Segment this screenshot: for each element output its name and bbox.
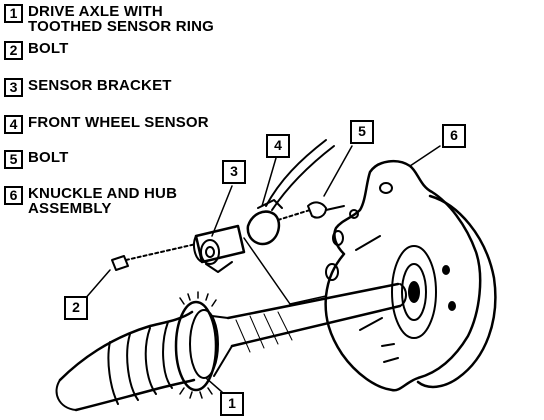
legend-label: FRONT WHEEL SENSOR <box>28 114 209 131</box>
legend-number-box: 1 <box>4 4 23 23</box>
leader-lines <box>83 145 441 393</box>
callout-5: 5 <box>350 120 374 144</box>
sensor-bracket <box>193 224 246 273</box>
callout-4: 4 <box>266 134 290 158</box>
legend-item-4: 4 FRONT WHEEL SENSOR <box>4 115 209 134</box>
legend-item-3: 3 SENSOR BRACKET <box>4 78 172 97</box>
legend-label-line1: KNUCKLE AND HUB <box>28 185 178 202</box>
legend-label: BOLT <box>28 149 69 166</box>
cv-boot <box>55 310 196 412</box>
axle-splines <box>235 311 293 353</box>
legend-label: BOLT <box>28 40 69 57</box>
legend-number-box: 5 <box>4 150 23 169</box>
legend-number-box: 6 <box>4 186 23 205</box>
legend-label: SENSOR BRACKET <box>28 77 172 94</box>
legend-number-box: 4 <box>4 115 23 134</box>
legend-label-line2: TOOTHED SENSOR RING <box>28 18 215 35</box>
legend-label-line1: DRIVE AXLE WITH <box>28 3 163 20</box>
callout-6: 6 <box>442 124 466 148</box>
callout-1: 1 <box>220 392 244 416</box>
legend-label-line2: ASSEMBLY <box>28 200 112 217</box>
wheel-sensor <box>243 139 335 305</box>
legend-number-box: 2 <box>4 41 23 60</box>
legend-item-6: 6 KNUCKLE AND HUB ASSEMBLY <box>4 186 177 216</box>
legend-item-2: 2 BOLT <box>4 41 69 60</box>
knuckle-hub-assembly <box>324 159 497 392</box>
callout-3: 3 <box>222 160 246 184</box>
bolt-2 <box>111 243 197 271</box>
callout-2: 2 <box>64 296 88 320</box>
toothed-sensor-ring <box>174 291 233 399</box>
legend-number-box: 3 <box>4 78 23 97</box>
drive-axle-shaft <box>226 282 407 348</box>
bolt-5 <box>277 201 345 221</box>
legend-item-5: 5 BOLT <box>4 150 69 169</box>
legend-item-1: 1 DRIVE AXLE WITH TOOTHED SENSOR RING <box>4 4 214 34</box>
